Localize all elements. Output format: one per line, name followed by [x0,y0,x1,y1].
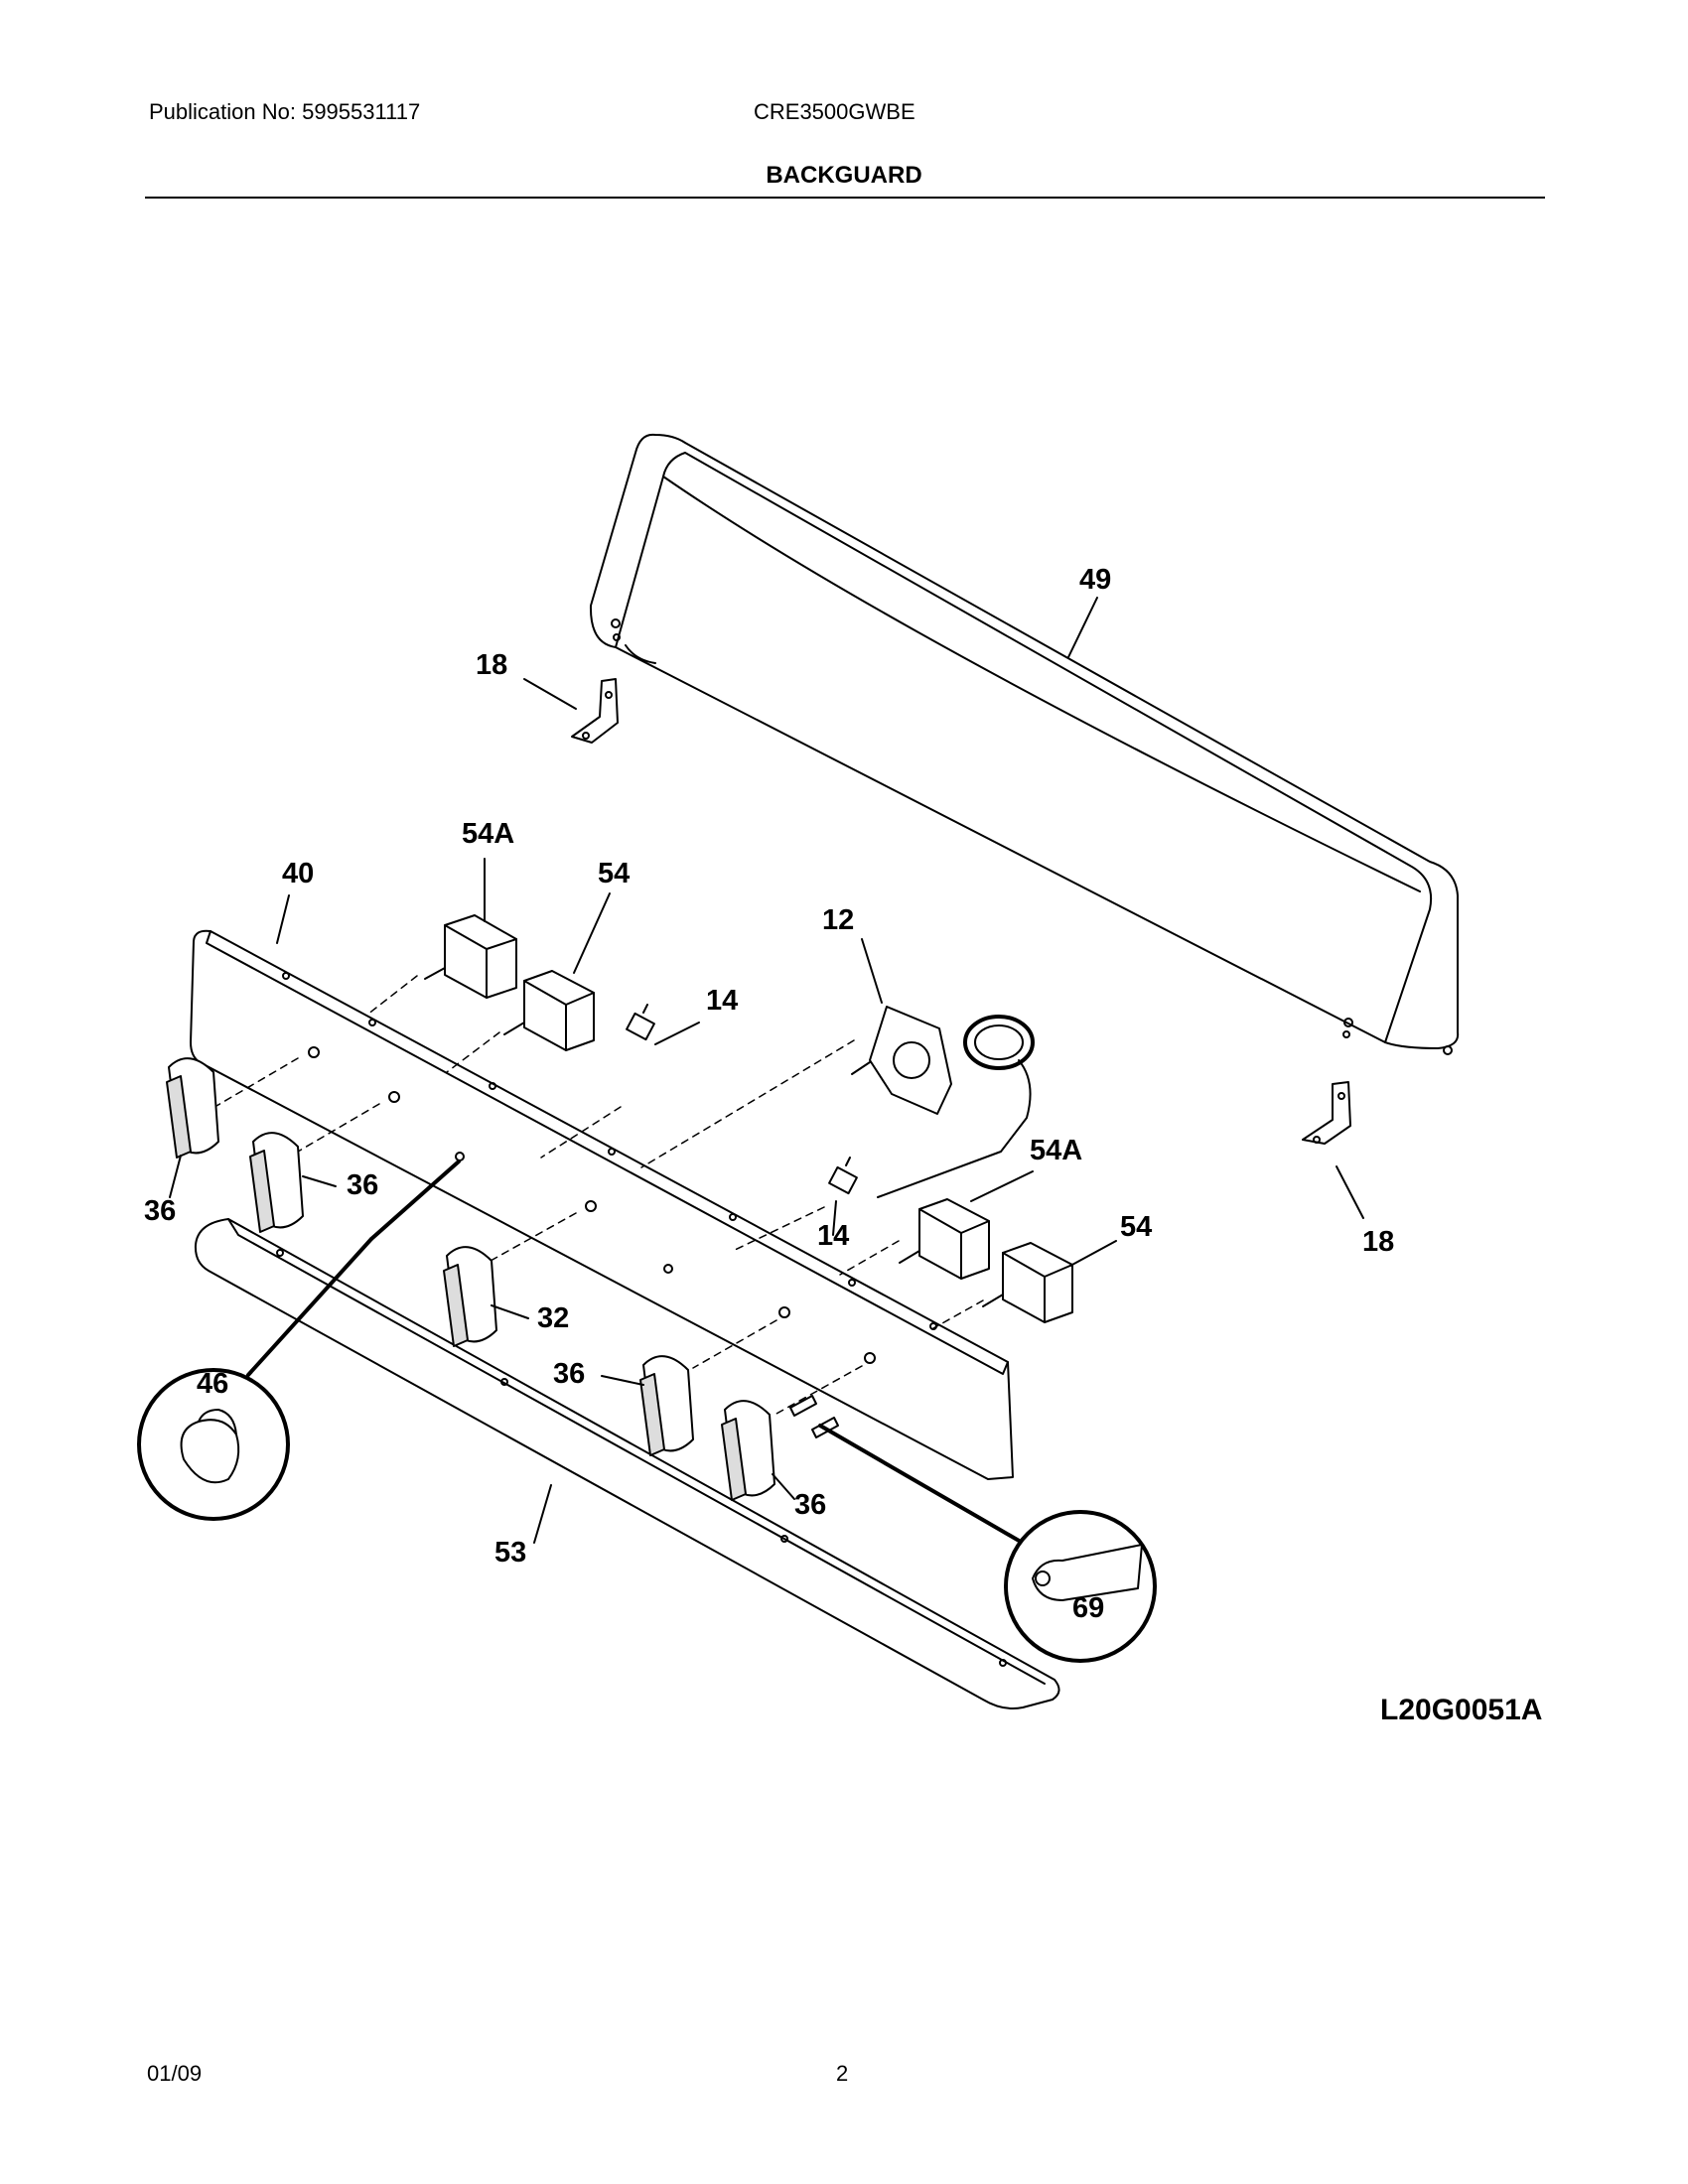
infinite-switch-54-left [503,970,595,1051]
control-knob-32 [443,1246,497,1347]
callout-36-d: 36 [794,1489,826,1521]
callout-18-right: 18 [1362,1226,1394,1258]
signal-light-top [626,1004,655,1041]
leader-lines [169,597,1364,1544]
control-knob-36-c [639,1355,694,1456]
callout-14-bottom: 14 [817,1220,849,1252]
callout-18-left: 18 [476,649,507,681]
callout-36-c: 36 [553,1358,585,1390]
callout-53: 53 [494,1537,526,1569]
callout-69: 69 [1072,1592,1104,1624]
model-number: CRE3500GWBE [754,99,915,124]
detail-callout-46 [137,1160,461,1521]
trim-strip [194,1218,1060,1709]
callout-54a-left: 54A [462,818,514,850]
callout-12: 12 [822,904,854,936]
control-knob-36-b [249,1132,304,1233]
infinite-switch-54a-right [899,1198,990,1280]
callout-46: 46 [197,1368,228,1400]
page-number: 2 [836,2061,849,2086]
drawing-code: L20G0051A [1380,1694,1543,1726]
callout-36-a: 36 [144,1195,176,1227]
callout-54a-right: 54A [1030,1135,1082,1166]
callout-49: 49 [1079,564,1111,596]
section-title: BACKGUARD [766,162,922,189]
backguard-panel [589,433,1460,1055]
publication-number: Publication No: 5995531117 [149,99,421,124]
callout-36-b: 36 [347,1169,378,1201]
callout-54-right: 54 [1120,1211,1152,1243]
callout-labels: 49 18 18 54A 54 40 12 14 14 54A 54 36 36… [144,564,1394,1624]
header-rule [145,197,1545,199]
callout-32: 32 [537,1302,569,1334]
infinite-switch-54a-left [424,914,517,999]
assembly-lines [215,975,984,1415]
control-knob-36-d [721,1400,775,1501]
footer-date: 01/09 [147,2061,203,2086]
mounting-bracket-left [571,678,619,744]
oven-thermostat [851,1006,1035,1198]
detail-callout-69 [818,1424,1157,1663]
control-knob-36-a [166,1057,219,1159]
callout-54-left: 54 [598,858,630,889]
callout-14-top: 14 [706,985,738,1017]
signal-light-bottom [828,1157,858,1195]
infinite-switch-54-right [982,1242,1073,1323]
mounting-bracket-right [1302,1081,1351,1145]
callout-40: 40 [282,858,314,889]
